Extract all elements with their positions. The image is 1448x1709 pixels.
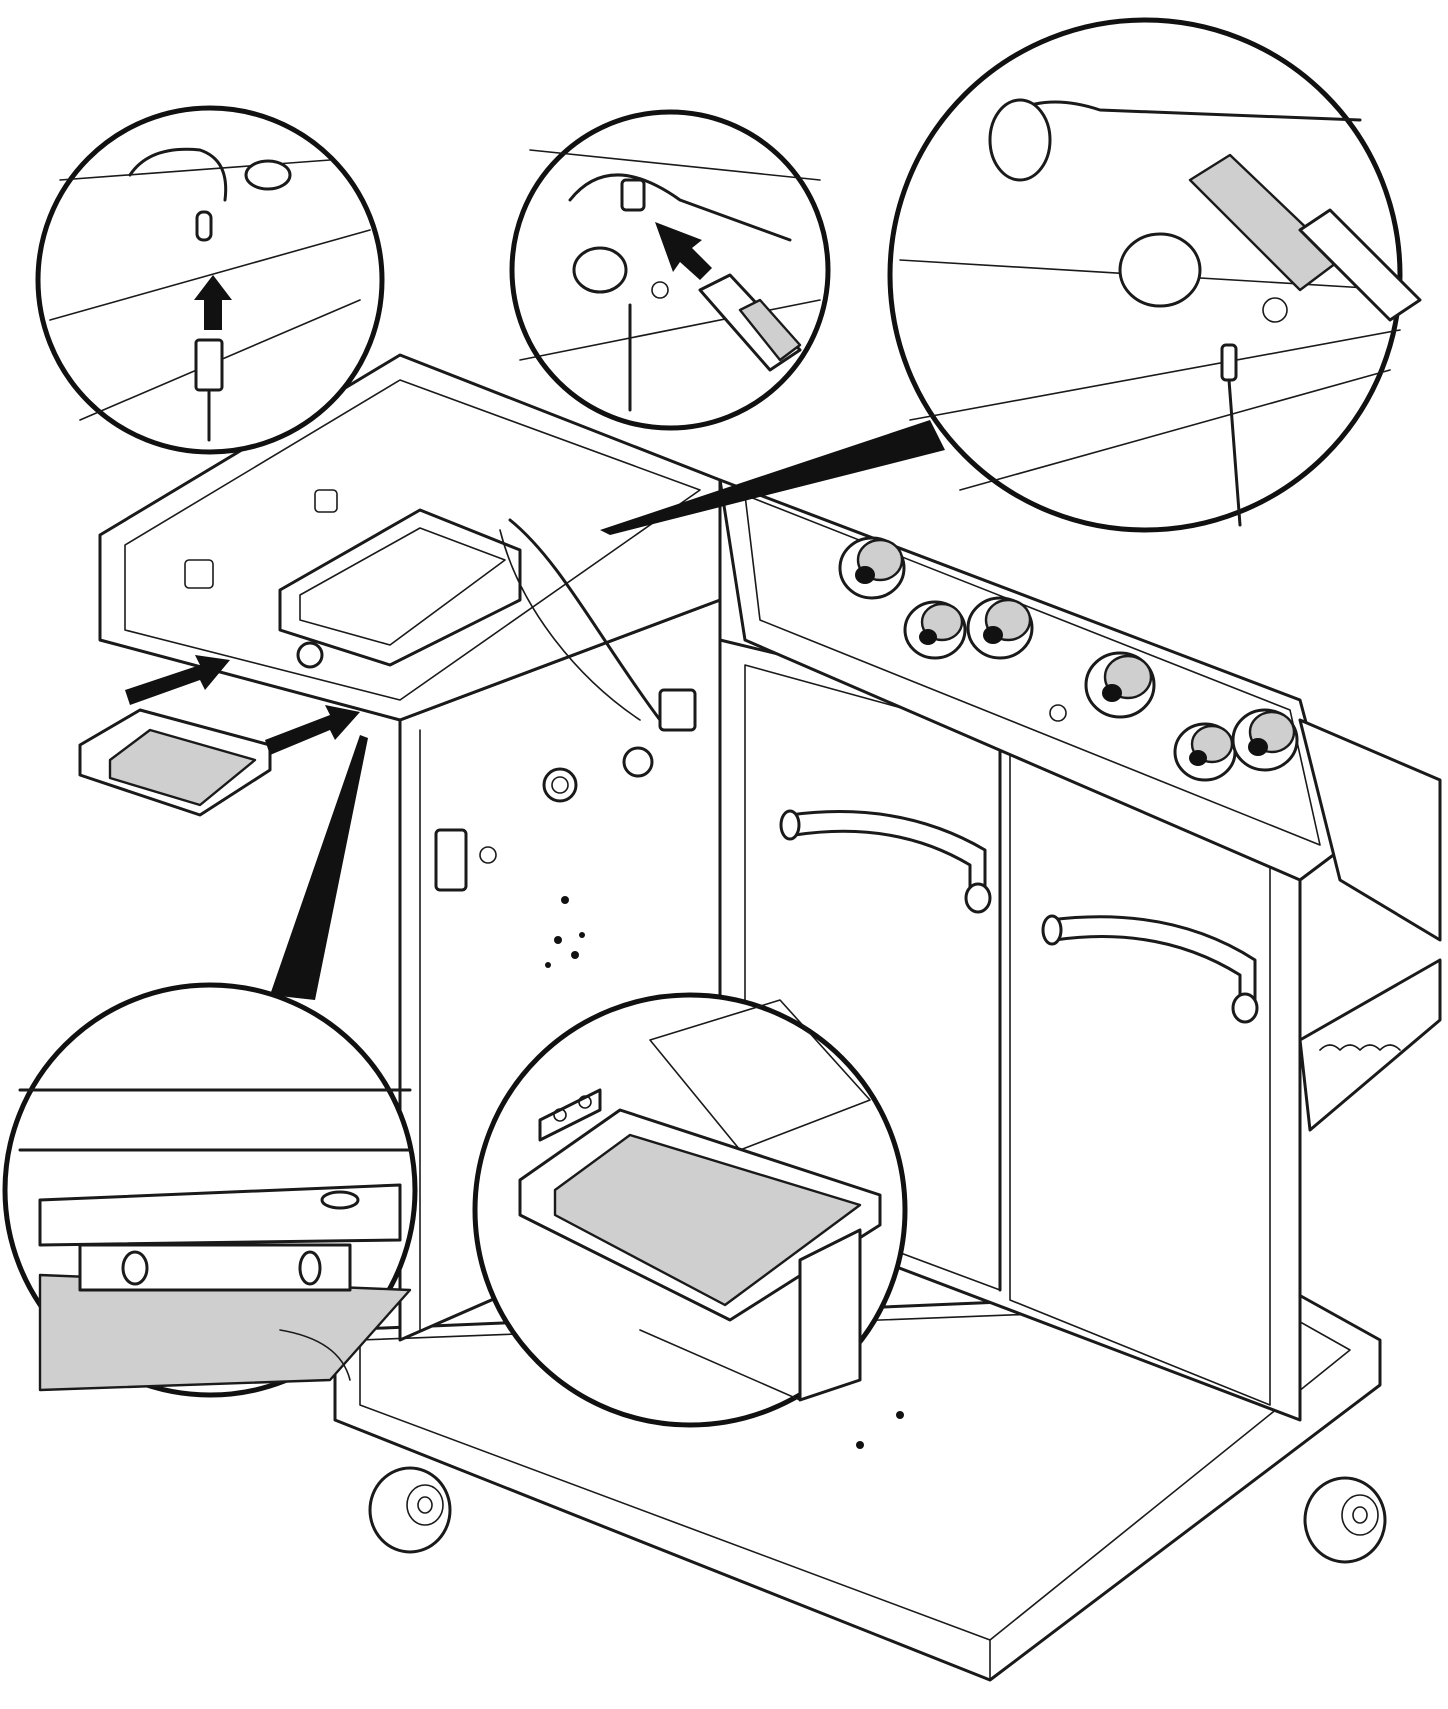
door-handle <box>1048 915 1257 1002</box>
detail-callout-tray-installed <box>472 992 908 1428</box>
arrow-diagonal-icon <box>655 222 712 280</box>
knob-5 <box>1173 722 1237 782</box>
grease-tray <box>78 708 272 817</box>
detail-callout-hose-connect <box>509 109 831 431</box>
arrow-right-icon <box>265 705 360 755</box>
detail-callout-igniter-wire <box>35 105 385 455</box>
caster-wheel-right <box>1303 1476 1387 1564</box>
knob-2 <box>903 600 967 660</box>
door-handle <box>788 810 987 892</box>
arrow-up-icon <box>194 275 232 330</box>
screw-hole <box>856 1441 864 1449</box>
right-side-shelf <box>1298 718 1442 1132</box>
detail-callout-hose-connected <box>887 17 1422 533</box>
knob-3 <box>966 596 1034 660</box>
igniter-button <box>542 767 578 803</box>
hose-fitting <box>698 273 802 372</box>
callout-pointers <box>270 420 945 1000</box>
knob-4 <box>1084 651 1156 719</box>
igniter-knob <box>622 746 654 778</box>
knob-1 <box>838 536 906 600</box>
arrow-right-icon <box>125 655 230 705</box>
knob-6 <box>1231 708 1299 772</box>
hose-fitting <box>1188 153 1422 322</box>
gas-hose <box>508 518 662 722</box>
screw-hole <box>896 1411 904 1419</box>
caster-wheel-left <box>368 1466 452 1554</box>
detail-callout-tray-bracket <box>2 982 418 1398</box>
control-panel <box>718 478 1342 882</box>
